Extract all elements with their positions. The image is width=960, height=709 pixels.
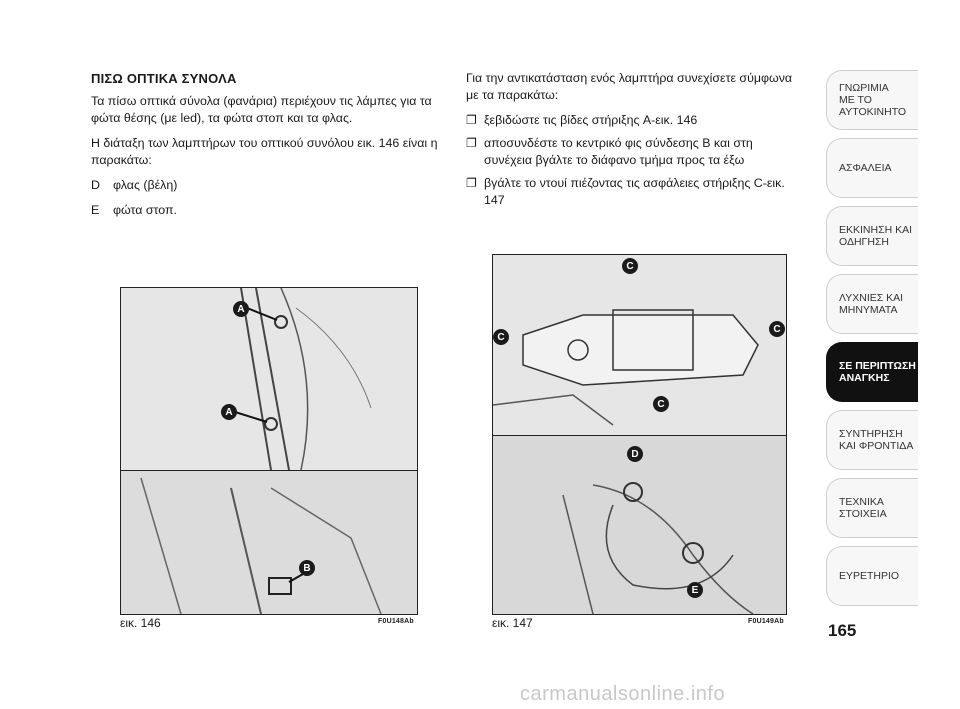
right-text-column: Για την αντικατάσταση ενός λαμπτήρα συνε… xyxy=(466,70,796,215)
tail-light-housing-drawing xyxy=(121,288,417,614)
tab-technical-data[interactable]: ΤΕΧΝΙΚΑ ΣΤΟΙΧΕΙΑ xyxy=(826,478,918,538)
checkbox-bullet-icon: ❐ xyxy=(466,113,477,127)
page-number: 165 xyxy=(828,621,857,640)
procedure-step: ❐ αποσυνδέστε το κεντρικό φις σύνδεσης B… xyxy=(466,135,796,169)
bulb-holder-drawing xyxy=(493,255,786,614)
figure-146-code: F0U148Ab xyxy=(378,618,414,625)
procedure-step-text: ξεβιδώστε τις βίδες στήριξης A-εικ. 146 xyxy=(484,113,698,127)
callout-b: B xyxy=(299,560,315,576)
section-heading: ΠΙΣΩ ΟΠΤΙΚΑ ΣΥΝΟΛΑ xyxy=(91,71,237,86)
chapter-tabs-sidebar: ΓΝΩΡΙΜΙΑ ΜΕ ΤΟ ΑΥΤΟΚΙΝΗΤΟ ΑΣΦΑΛΕΙΑ ΕΚΚΙΝ… xyxy=(826,70,918,614)
figure-146-illustration: A A B xyxy=(120,287,418,615)
panel-divider xyxy=(493,435,786,436)
tab-safety[interactable]: ΑΣΦΑΛΕΙΑ xyxy=(826,138,918,198)
callout-c: C xyxy=(769,321,785,337)
figure-147-illustration: C C C C D E xyxy=(492,254,787,615)
procedure-step: ❐ βγάλτε το ντουί πιέζοντας τις ασφάλειε… xyxy=(466,175,796,209)
definition-key: D xyxy=(91,178,100,192)
callout-a: A xyxy=(233,301,249,317)
intro-paragraph: Τα πίσω οπτικά σύνολα (φανάρια) περιέχου… xyxy=(91,94,432,125)
figure-147-code: F0U149Ab xyxy=(748,618,784,625)
definition-text: φώτα στοπ. xyxy=(113,203,177,217)
panel-divider xyxy=(121,470,417,471)
definition-item: D φλας (βέλη) xyxy=(91,177,441,194)
procedure-step-text: αποσυνδέστε το κεντρικό φις σύνδεσης B κ… xyxy=(484,136,753,167)
left-text-column: ΠΙΣΩ ΟΠΤΙΚΑ ΣΥΝΟΛΑ Τα πίσω οπτικά σύνολα… xyxy=(91,70,441,227)
callout-d: D xyxy=(627,446,643,462)
definition-text: φλας (βέλη) xyxy=(113,178,178,192)
checkbox-bullet-icon: ❐ xyxy=(466,136,477,150)
tab-warning-lights[interactable]: ΛΥΧΝΙΕΣ ΚΑΙ ΜΗΝΥΜΑΤΑ xyxy=(826,274,918,334)
watermark: carmanualsonline.info xyxy=(520,683,726,705)
tab-maintenance[interactable]: ΣΥΝΤΗΡΗΣΗ ΚΑΙ ΦΡΟΝΤΙΔΑ xyxy=(826,410,918,470)
procedure-intro: Για την αντικατάσταση ενός λαμπτήρα συνε… xyxy=(466,71,793,102)
tab-getting-to-know[interactable]: ΓΝΩΡΙΜΙΑ ΜΕ ΤΟ ΑΥΤΟΚΙΝΗΤΟ xyxy=(826,70,918,130)
layout-paragraph: Η διάταξη των λαμπτήρων του οπτικού συνό… xyxy=(91,136,438,167)
tab-starting-driving[interactable]: ΕΚΚΙΝΗΣΗ ΚΑΙ ΟΔΗΓΗΣΗ xyxy=(826,206,918,266)
figure-147-label: εικ. 147 xyxy=(492,616,533,630)
definition-item: E φώτα στοπ. xyxy=(91,202,441,219)
callout-c: C xyxy=(653,396,669,412)
callout-c: C xyxy=(622,258,638,274)
callout-e: E xyxy=(687,582,703,598)
definition-key: E xyxy=(91,203,100,217)
tab-emergency[interactable]: ΣΕ ΠΕΡΙΠΤΩΣΗ ΑΝΑΓΚΗΣ xyxy=(826,342,918,402)
procedure-step: ❐ ξεβιδώστε τις βίδες στήριξης A-εικ. 14… xyxy=(466,112,796,129)
callout-c: C xyxy=(493,329,509,345)
tab-index[interactable]: ΕΥΡΕΤΗΡΙΟ xyxy=(826,546,918,606)
procedure-step-text: βγάλτε το ντουί πιέζοντας τις ασφάλειες … xyxy=(484,176,785,207)
checkbox-bullet-icon: ❐ xyxy=(466,176,477,190)
figure-146-label: εικ. 146 xyxy=(120,616,161,630)
callout-a: A xyxy=(221,404,237,420)
